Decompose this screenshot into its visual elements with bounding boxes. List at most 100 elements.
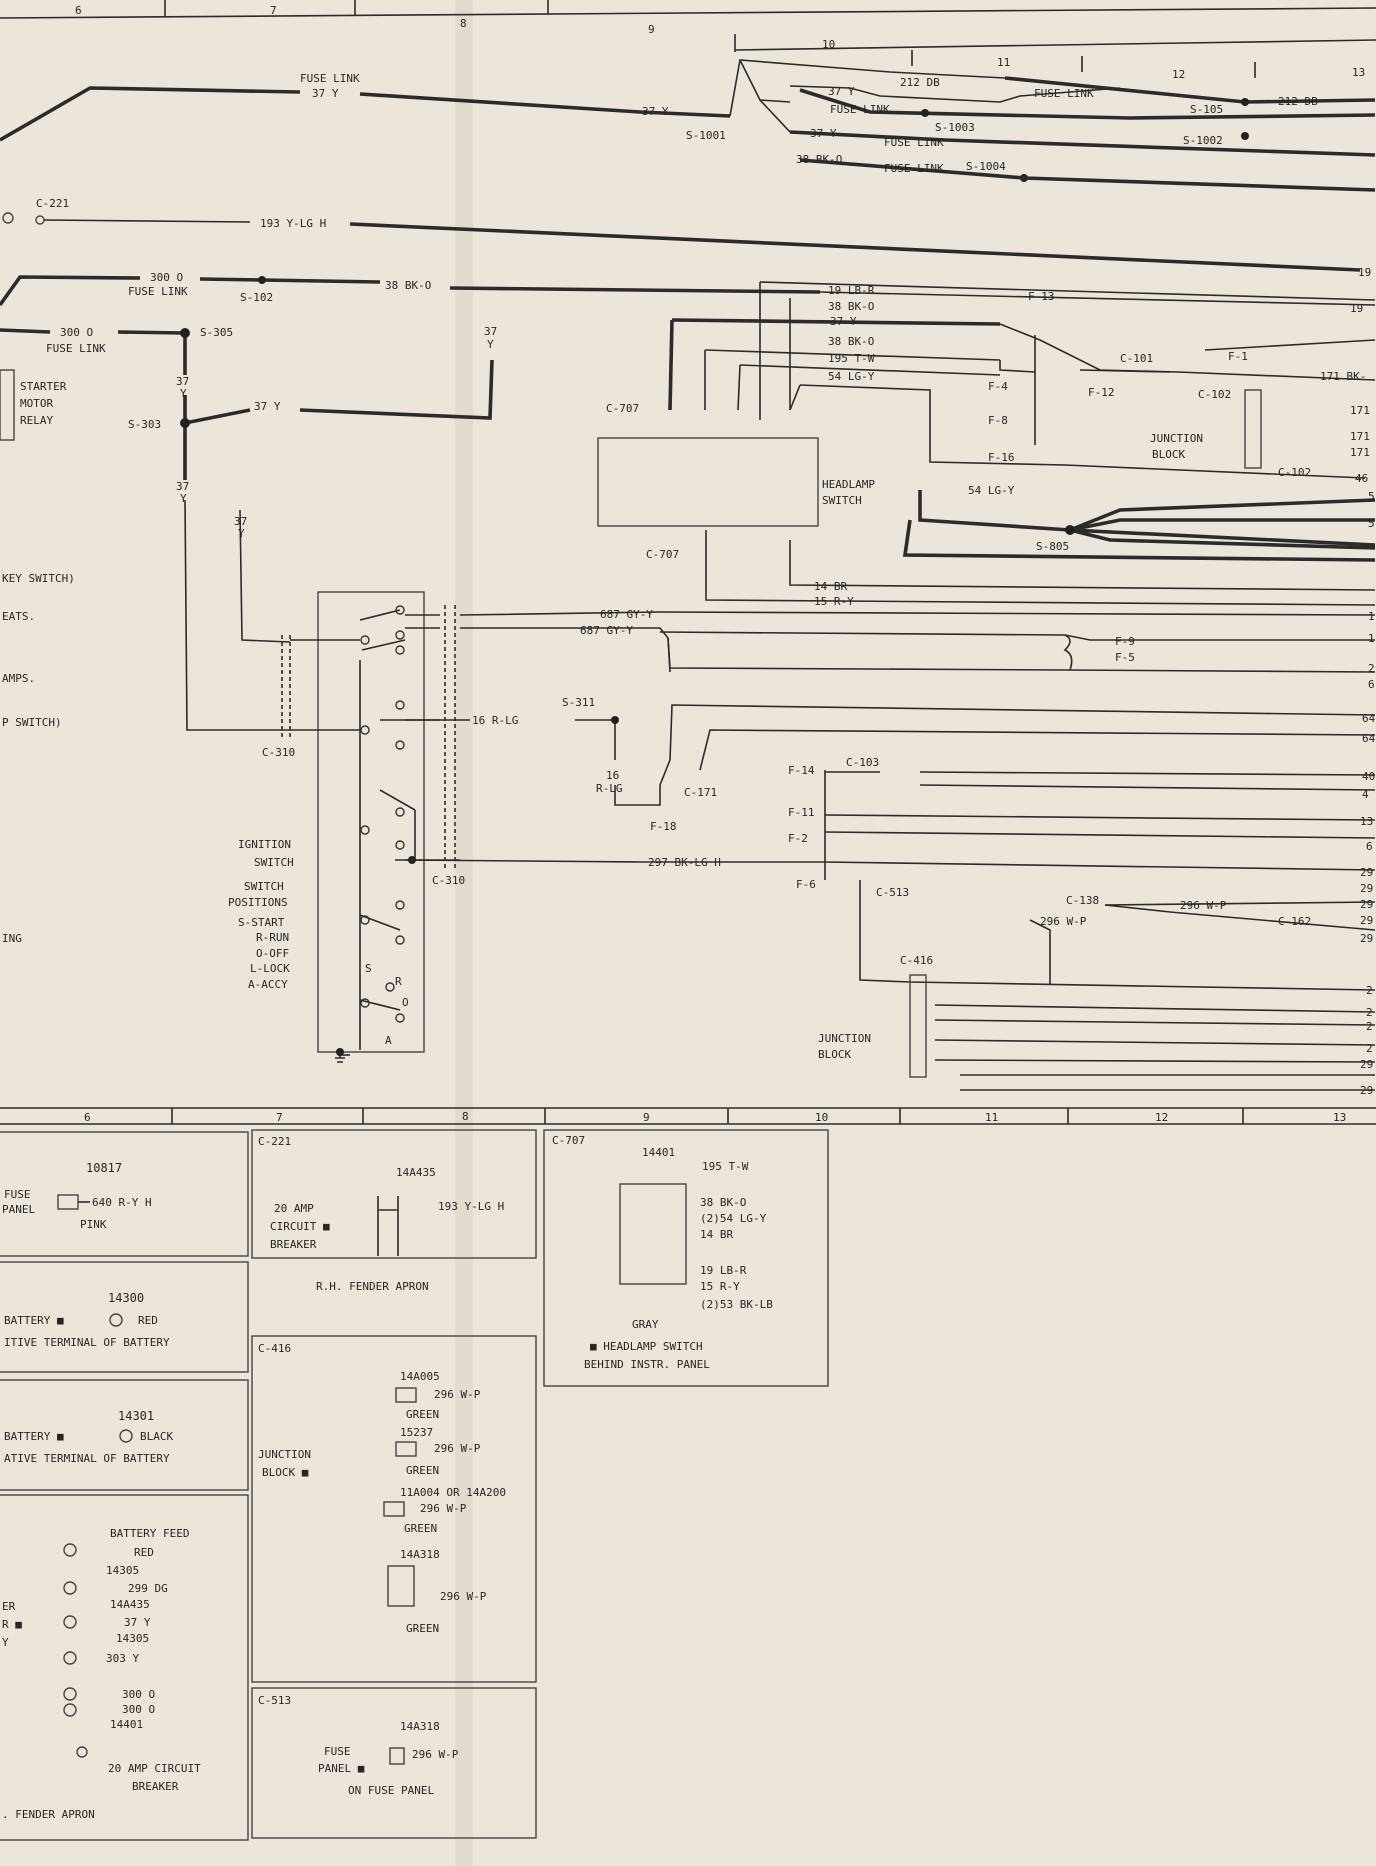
wire-38bko-label-d: 38 BK-O (828, 335, 874, 348)
page-fold-shadow (455, 0, 473, 1866)
panel-c707-wire-7: (2)53 BK-LB (700, 1298, 773, 1311)
panel-c707-wire-5: 19 LB-R (700, 1264, 747, 1277)
right-edge-23: 29 (1360, 1084, 1373, 1097)
panel-c416-title: C-416 (258, 1342, 291, 1355)
pstarter-w3: 303 Y (106, 1652, 139, 1665)
right-edge-3: 1 (1368, 610, 1375, 623)
fuse-f11: F-11 (788, 806, 815, 819)
panel-c416-item2-part: 15237 (400, 1426, 433, 1439)
wire-37y-v2a: 37 (234, 515, 247, 528)
wire-171b-label: 171 (1350, 430, 1370, 443)
ignition-label-4: POSITIONS (228, 896, 288, 909)
pstarter-p3: 14305 (116, 1632, 149, 1645)
top-grid-ruler: 6 7 8 9 10 11 12 13 (0, 0, 1376, 81)
fuse-f18: F-18 (650, 820, 677, 833)
starter-relay-circuit: 300 O FUSE LINK S-305 37 Y STARTER MOTOR… (0, 325, 497, 945)
wire-37y-v2b: Y (238, 527, 245, 540)
panel-c707-wire-2: 38 BK-O (700, 1196, 746, 1209)
wire-37y-v1a: 37 (176, 480, 189, 493)
right-edge-14: 29 (1360, 882, 1373, 895)
wire-14br-label: 14 BR (814, 580, 847, 593)
panel-c416-item3-color: GREEN (404, 1522, 437, 1535)
ignition-switch-pos-s: S (365, 962, 372, 975)
ignition-switch: S R O A IGNITION SWITCH SWITCH POSITIONS… (228, 591, 1376, 1063)
connector-c101: C-101 (1120, 352, 1153, 365)
wire-193-label: 193 Y-LG H (260, 217, 326, 230)
grid-bottom-11: 11 (985, 1111, 998, 1124)
s311-f18-circuit: S-311 16 R-LG C-171 F-18 (562, 696, 1376, 833)
ignition-switch-box (317, 591, 425, 1053)
splice-s305: S-305 (200, 326, 233, 339)
connector-c103: C-103 (846, 756, 879, 769)
wire-300o-label-b: 300 O (60, 326, 93, 339)
panel-c416-item4-part: 14A318 (400, 1548, 440, 1561)
headlamp-switch-label-b: SWITCH (822, 494, 862, 507)
grid-bottom-10: 10 (815, 1111, 828, 1124)
grid-bottom-6: 6 (84, 1111, 91, 1124)
ignition-label-9: A-ACCY (248, 978, 288, 991)
wire-16-vert-a: 16 (606, 769, 619, 782)
panel-c707-wire-1: 195 T-W (702, 1160, 749, 1173)
panel-10817-color: PINK (80, 1218, 107, 1231)
splice-s303: S-303 (128, 418, 161, 431)
connector-c221-label: C-221 (36, 197, 69, 210)
ignition-label-8: L-LOCK (250, 962, 290, 975)
panel-c513-part: 14A318 (400, 1720, 440, 1733)
splice-s1003: S-1003 (935, 121, 975, 134)
wire-37y-label-c: 37 Y (828, 85, 855, 98)
starter-label-2: MOTOR (20, 397, 53, 410)
connector-c102-b: C-102 (1278, 466, 1311, 479)
splice-s311: S-311 (562, 696, 595, 709)
right-edge-8: 64 (1362, 732, 1376, 745)
panel-c221-line2: CIRCUIT ■ (270, 1220, 330, 1233)
wire-54lgy-label: 54 LG-Y (828, 370, 875, 383)
right-edge-4: 1 (1368, 632, 1375, 645)
panel-c513: C-513 14A318 FUSE PANEL ■ 296 W-P ON FUS… (251, 1687, 537, 1839)
panel-c416-item1-part: 14A005 (400, 1370, 440, 1383)
panel-c221-footer: R.H. FENDER APRON (316, 1280, 429, 1293)
panel-c416-label-1: JUNCTION (258, 1448, 311, 1461)
wire-38bko-label-c: 38 BK-O (828, 300, 874, 313)
ignition-label-6: R-RUN (256, 931, 289, 944)
left-cut-amps: AMPS. (2, 672, 35, 685)
pstarter-p4: 14401 (110, 1718, 143, 1731)
panel-14301-line2: ATIVE TERMINAL OF BATTERY (4, 1452, 170, 1465)
fuse-f13: F-13 (1028, 290, 1055, 303)
splice-s105: S-105 (1190, 103, 1223, 116)
ignition-label-5: S-START (238, 916, 285, 929)
right-edge-12: 6 (1366, 840, 1373, 853)
panel-c221-title: C-221 (258, 1135, 291, 1148)
ignition-switch-pos-a: A (385, 1034, 392, 1047)
splice-s805: S-805 (1036, 540, 1069, 553)
panel-c416-item2-color: GREEN (406, 1464, 439, 1477)
right-edge-1: 5 (1368, 490, 1375, 503)
panel-c707-wire-6: 15 R-Y (700, 1280, 740, 1293)
wire-37y-label-d: 37 Y (810, 127, 837, 140)
panel-c513-line1: FUSE (324, 1745, 351, 1758)
starter-label-3: RELAY (20, 414, 53, 427)
panel-c416-label-2: BLOCK ■ (262, 1466, 309, 1479)
wire-19-right-label-2: 19 (1350, 302, 1363, 315)
wire-37y-label-f: 37 Y (830, 315, 857, 328)
right-edge-15: 29 (1360, 898, 1373, 911)
grid-bottom-12: 12 (1155, 1111, 1168, 1124)
lower-fuse-block: F-14 C-103 F-11 F-2 F-6 C-513 C-138 296 … (640, 756, 1376, 1091)
headlamp-switch-box (597, 437, 819, 527)
fuse-link-label-5: FUSE LINK (128, 285, 188, 298)
wire-212db-label: 212 DB (900, 76, 940, 89)
wire-687-label-a: 687 GY-Y (600, 608, 653, 621)
panel-c707-title: C-707 (552, 1134, 585, 1147)
panel-c221: C-221 14A435 20 AMP CIRCUIT ■ BREAKER 19… (251, 1129, 537, 1293)
wire-19lbr-label: 19 LB-R (828, 284, 875, 297)
fuse-f1: F-1 (1228, 350, 1248, 363)
fuse-f16: F-16 (988, 451, 1015, 464)
fuse-f12: F-12 (1088, 386, 1115, 399)
pstarter-w1: 299 DG (128, 1582, 168, 1595)
starter-relay-box (0, 369, 15, 441)
right-edge-17: 29 (1360, 932, 1373, 945)
connector-c171: C-171 (684, 786, 717, 799)
right-edge-5: 2 (1368, 662, 1375, 675)
grid-top-13: 13 (1352, 66, 1365, 79)
grid-bottom-8: 8 (462, 1110, 469, 1123)
